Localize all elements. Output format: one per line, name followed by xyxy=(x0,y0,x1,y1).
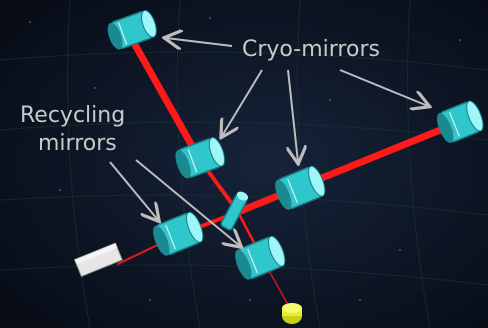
recycling-mirror-power xyxy=(153,211,204,256)
arrow-to-signal-recycling xyxy=(135,159,240,246)
background-stars xyxy=(29,17,461,301)
north-arm-beam xyxy=(126,32,204,164)
cryo-mirror-east-end xyxy=(436,100,484,143)
beamsplitter-icon xyxy=(220,191,249,231)
cryo-mirror-north-end xyxy=(107,10,157,50)
laser-source-icon xyxy=(73,242,123,277)
arrow-to-north-input xyxy=(222,69,263,136)
recycling-mirrors-label-line1: Recycling xyxy=(20,103,125,128)
cryo-mirrors-label: Cryo-mirrors xyxy=(242,37,380,62)
arrow-to-north-end xyxy=(166,38,233,46)
cryo-mirror-east-input xyxy=(275,165,326,210)
recycling-mirrors-label-line2: mirrors xyxy=(38,131,117,156)
arrow-to-east-end xyxy=(339,69,428,106)
photodetector-icon xyxy=(282,303,302,324)
cryo-mirror-north-input xyxy=(175,137,226,179)
annotation-arrows xyxy=(109,38,428,246)
recycling-mirror-signal xyxy=(235,235,286,280)
arrow-to-east-input xyxy=(288,69,298,162)
arrow-to-power-recycling xyxy=(109,161,158,220)
east-arm-beam xyxy=(234,118,464,216)
